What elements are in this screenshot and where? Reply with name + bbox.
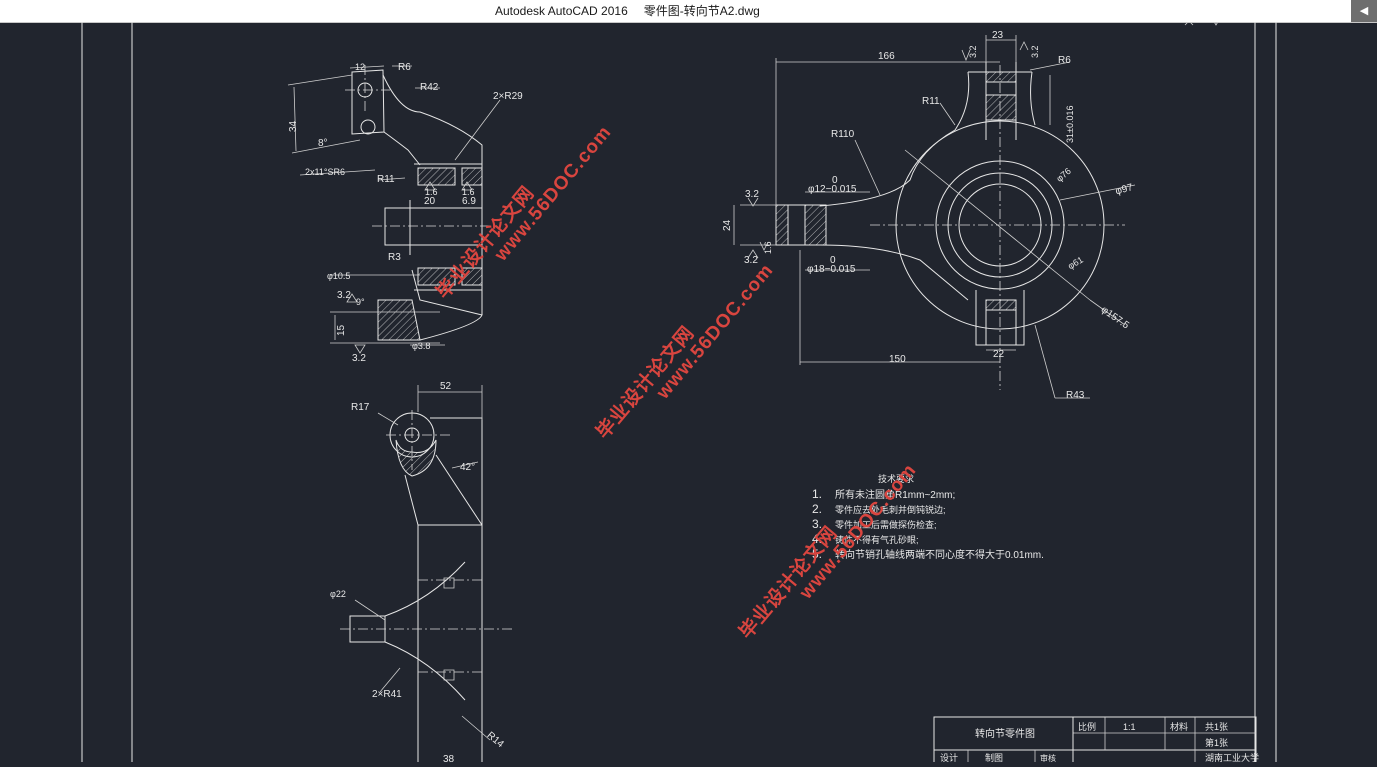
dim-text: φ157.5 [1099,304,1131,331]
dim-text: 31±0.016 [1065,106,1075,143]
dim-text: 3.2 [1030,45,1040,58]
note-number: 4. [812,532,822,546]
file-title: 零件图-转向节A2.dwg [643,4,760,18]
title-block-drawn-label: 制图 [985,752,1003,762]
dim-text: φ10.5 [327,271,350,281]
note-text: 所有未注圆角R1mm~2mm; [835,488,955,501]
dim-text: R14 [485,730,506,751]
dim-text: 0 [832,175,838,186]
note-number: 3. [812,517,822,531]
dim-text: 52 [440,381,452,392]
note-text: 零件应去处毛刺并倒钝锐边; [835,504,946,515]
title-block-scale: 1:1 [1123,722,1136,732]
dim-text: R11 [377,174,395,185]
scroll-right-button[interactable]: ◀ [1351,0,1377,22]
dim-text: 8° [318,138,328,149]
dim-text: 22 [993,349,1005,360]
dim-text: 2x11°SR6 [305,167,345,177]
note-text: 零件加工后需做探伤检查; [835,519,937,530]
drawing-svg: 12 R6 R42 2×R29 34 8° 2x11°SR6 R11 1.6 2… [81,14,1277,767]
dim-text: φ3.8 [412,341,430,351]
dim-text: R43 [1066,390,1085,401]
dim-text: 24 [722,219,733,231]
dim-text: 38 [443,754,455,762]
dim-text: R6 [1058,55,1071,66]
note-number: 5. [812,547,822,561]
window-titlebar: Autodesk AutoCAD 2016 零件图-转向节A2.dwg ◀ [0,0,1377,23]
watermark-url: www.56DOC.com [490,122,616,266]
notes-title: 技术要求 [878,473,914,484]
dim-text: 9° [356,297,365,307]
drawing-canvas[interactable]: 12 R6 R42 2×R29 34 8° 2x11°SR6 R11 1.6 2… [0,14,1377,767]
title-block-material-label: 材料 [1170,721,1188,732]
title-block-scale-label: 比例 [1078,721,1096,732]
app-title: Autodesk AutoCAD 2016 [495,4,628,18]
dim-text: 20 [424,196,436,207]
dim-text: 15 [336,324,347,336]
dim-text: 3.2 [744,255,758,266]
view-bottom-left [340,385,512,762]
dim-text: 2×R41 [372,689,402,700]
note-text: 铸件不得有气孔砂眼; [835,534,919,545]
title-block-page: 共1张 [1205,722,1228,732]
dim-text: φ12−0.015 [808,184,857,195]
title-block-org: 湖南工业大学 [1205,752,1259,762]
dim-text: R17 [351,402,370,413]
view1-dimensions: 12 R6 R42 2×R29 34 8° 2x11°SR6 R11 1.6 2… [288,62,523,364]
sheet-border [81,14,1277,762]
dim-text: R6 [398,62,411,73]
dim-text: 6.9 [462,196,476,207]
technical-notes: 技术要求 1. 所有未注圆角R1mm~2mm; 2. 零件应去处毛刺并倒钝锐边;… [812,473,1044,561]
note-number: 1. [812,487,822,501]
dim-text: R42 [420,82,439,93]
dim-text: φ22 [330,589,346,599]
dim-text: 1.6 [425,187,438,197]
window-title: Autodesk AutoCAD 2016 零件图-转向节A2.dwg [495,0,760,22]
dim-text: 1.6 [462,187,475,197]
title-block-design-label: 设计 [940,752,958,762]
dim-text: 12 [355,62,365,72]
dim-text: 150 [889,354,906,365]
dim-text: 3.2 [352,353,366,364]
title-block-page2: 第1张 [1205,737,1228,748]
dim-text: φ18−0.015 [807,264,856,275]
title-block-check-label: 审核 [1040,753,1056,762]
dim-text: R3 [388,252,401,263]
dim-text: φ97 [1114,182,1134,197]
dim-text: φ76 [1054,166,1073,184]
watermark-url: www.56DOC.com [652,260,778,404]
dim-text: 3.2 [337,290,351,301]
dim-text: 0 [830,255,836,266]
dim-text: 3.2 [745,189,759,200]
dim-text: 2×R29 [493,91,523,102]
dim-text: 3.2 [968,45,978,58]
view-section-top-left [287,65,501,354]
view-main-top-right [733,35,1136,399]
dim-text: 23 [992,30,1004,41]
dim-text: 42° [460,462,475,473]
dim-text: R11 [922,96,940,107]
dim-text: 1.6 [763,241,773,254]
watermarks: 毕业设计论文网 www.56DOC.com 毕业设计论文网 www.56DOC.… [431,122,921,643]
title-block-name: 转向节零件图 [975,727,1035,740]
note-text: 转向节销孔轴线两端不同心度不得大于0.01mm. [835,548,1044,561]
dim-text: 34 [288,120,299,132]
dim-text: R110 [831,129,855,140]
dim-text: 166 [878,51,895,62]
dim-text: φ61 [1066,255,1085,272]
note-number: 2. [812,502,822,516]
title-block: 转向节零件图 比例 1:1 材料 共1张 第1张 设计 制图 审核 湖南工业大学 [933,716,1259,767]
